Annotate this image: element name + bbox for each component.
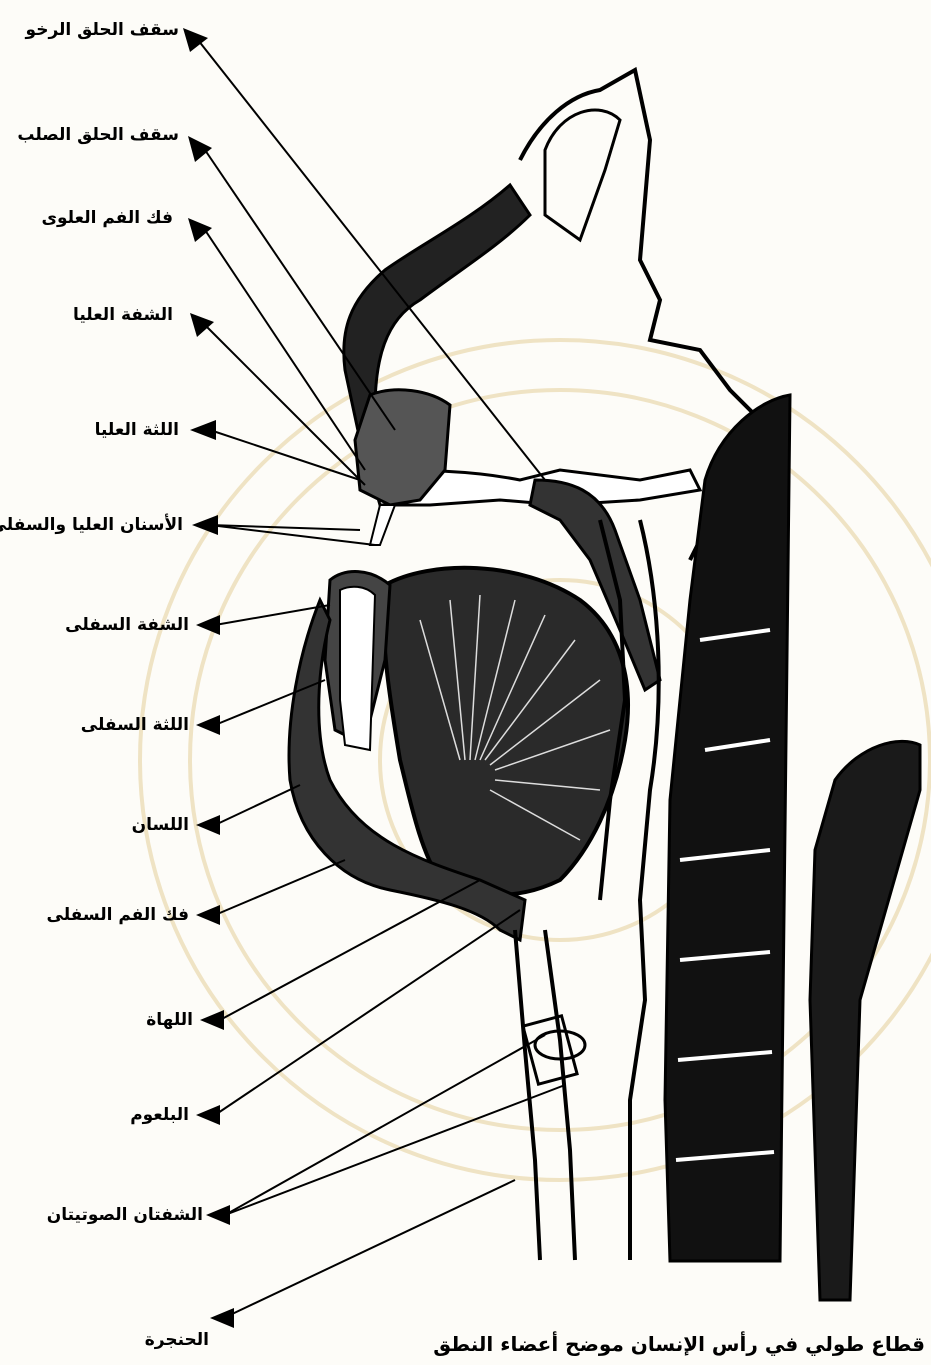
lower-tooth bbox=[340, 587, 375, 750]
figure-caption: قطاع طولي في رأس الإنسان موضح أعضاء النط… bbox=[433, 1332, 925, 1356]
label-tongue: اللسان bbox=[132, 815, 189, 835]
nasal-turbinate bbox=[545, 110, 620, 240]
spinal-column bbox=[665, 395, 790, 1261]
neck-vertebrae bbox=[810, 741, 920, 1300]
label-lower-gum: اللثة السفلى bbox=[81, 715, 189, 735]
label-vocal-folds: الشفتان الصوتيتان bbox=[47, 1205, 203, 1225]
label-pharynx: البلعوم bbox=[130, 1105, 189, 1125]
label-uvula: اللهاة bbox=[146, 1010, 193, 1030]
upper-tooth bbox=[370, 505, 395, 545]
label-hard-palate: سقف الحلق الصلب bbox=[17, 125, 179, 145]
larynx-tube bbox=[515, 930, 575, 1260]
vocal-folds bbox=[523, 1016, 577, 1084]
label-larynx: الحنجرة bbox=[145, 1330, 209, 1350]
label-teeth: الأسنان العليا والسفلى bbox=[0, 515, 183, 535]
label-lower-jaw: فك الفم السفلى bbox=[47, 905, 189, 925]
label-soft-palate: سقف الحلق الرخو bbox=[26, 20, 179, 40]
label-upper-lip: الشفة العليا bbox=[73, 305, 173, 325]
label-upper-jaw: فك الفم العلوى bbox=[41, 208, 173, 228]
label-upper-gum: اللثة العليا bbox=[95, 420, 179, 440]
label-lower-lip: الشفة السفلى bbox=[65, 615, 189, 635]
arrowheads bbox=[183, 28, 234, 1328]
